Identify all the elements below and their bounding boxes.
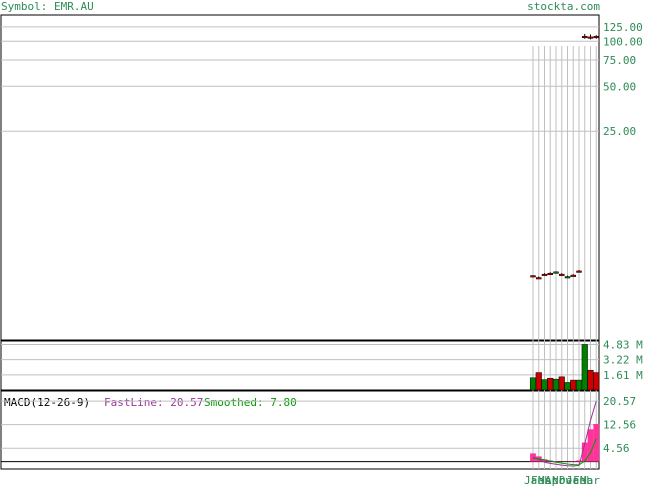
candle xyxy=(582,36,588,39)
macd-histogram-bar xyxy=(553,461,559,462)
volume-tick-label: 1.61 M xyxy=(603,369,643,382)
macd-histogram-bar xyxy=(581,442,588,462)
macd-histogram-bar xyxy=(593,423,600,462)
x-tick-label: Dec xyxy=(559,474,579,486)
candle xyxy=(570,274,576,277)
candle xyxy=(536,277,542,280)
macd-histogram-bar xyxy=(576,460,582,462)
candle xyxy=(530,275,536,278)
price-tick-label: 25.00 xyxy=(603,125,636,138)
macd-tick-label: 4.56 xyxy=(603,442,630,455)
x-tick-label: Nov xyxy=(552,474,572,486)
macd-histogram-bar xyxy=(570,461,577,462)
x-tick-label: Feb xyxy=(531,474,551,486)
macd-histogram-bar xyxy=(587,429,594,462)
x-tick-label: Jan xyxy=(566,474,586,486)
volume-bar xyxy=(529,377,537,391)
candle xyxy=(553,271,559,274)
volume-bar xyxy=(558,376,565,391)
candle xyxy=(587,36,594,39)
x-tick-label: Feb xyxy=(573,474,593,486)
macd-smoothed-label: Smoothed: 7.80 xyxy=(204,396,297,409)
volume-bar xyxy=(535,372,542,391)
site-label[interactable]: stockta.com xyxy=(527,0,600,13)
volume-bar xyxy=(541,379,548,391)
volume-bar xyxy=(547,377,554,391)
candle xyxy=(547,272,553,275)
macd-title: MACD(12-26-9) xyxy=(4,396,90,409)
x-tick-label: Jan xyxy=(524,474,544,486)
candle xyxy=(541,273,548,276)
volume-tick-label: 3.22 M xyxy=(603,354,643,367)
symbol-label: Symbol: EMR.AU xyxy=(1,0,94,13)
volume-bar xyxy=(575,379,583,391)
macd-histogram-bar xyxy=(530,453,536,462)
volume-bar xyxy=(564,382,571,391)
panel-frame xyxy=(0,390,600,470)
candle xyxy=(559,273,565,276)
panel-frame xyxy=(0,14,600,341)
panel-frame xyxy=(0,340,600,391)
macd-fastline xyxy=(532,400,597,467)
price-tick-label: 75.00 xyxy=(603,54,636,67)
candle xyxy=(564,276,571,279)
macd-histogram-bar xyxy=(541,459,548,462)
price-tick-label: 100.00 xyxy=(603,35,643,48)
candle xyxy=(576,270,582,273)
volume-bar xyxy=(593,372,600,391)
volume-bar xyxy=(552,378,560,391)
x-tick-label: Apr xyxy=(545,474,565,486)
vertical-gridlines xyxy=(532,46,597,469)
macd-tick-label: 20.57 xyxy=(603,395,636,408)
macd-tick-label: 12.56 xyxy=(603,419,636,432)
volume-panel: 4.83 M 3.22 M 1.61 M xyxy=(1,338,643,391)
macd-panel: MACD(12-26-9) FastLine: 20.57 Smoothed: … xyxy=(1,395,636,467)
x-tick-label: Mar xyxy=(538,474,558,486)
volume-bar xyxy=(581,344,588,391)
volume-bar xyxy=(587,369,594,391)
volume-tick-label: 4.83 M xyxy=(603,338,643,351)
candle xyxy=(593,36,599,39)
price-tick-label: 50.00 xyxy=(603,80,636,93)
price-tick-label: 125.00 xyxy=(603,21,643,34)
x-tick-label: Mar xyxy=(580,474,600,486)
macd-smoothed-line xyxy=(532,438,597,466)
macd-fast-label: FastLine: 20.57 xyxy=(104,396,203,409)
volume-bar xyxy=(570,379,577,391)
